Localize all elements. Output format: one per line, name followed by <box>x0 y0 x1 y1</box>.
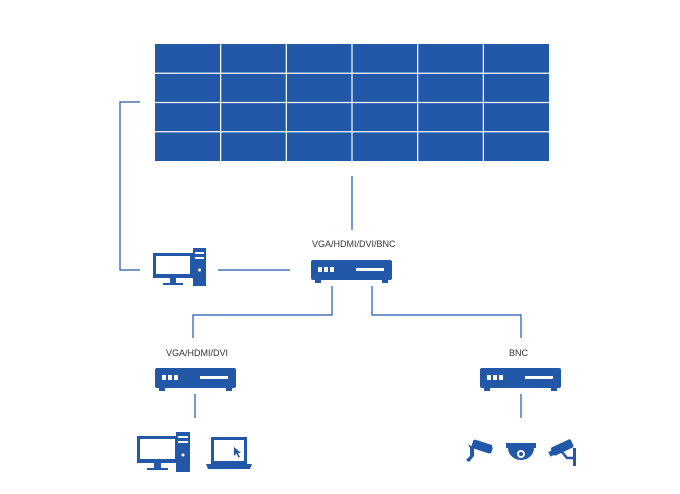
processor-to-right-line <box>371 286 522 338</box>
bullet-camera-icon <box>548 439 576 466</box>
main-processor-device <box>311 260 392 283</box>
desktop-computer-icon <box>137 432 190 472</box>
desktop-computer-icon <box>153 248 206 286</box>
wall-to-pc-line <box>119 101 140 271</box>
dome-camera-icon <box>506 443 536 460</box>
bullet-camera-icon <box>466 439 493 462</box>
laptop-icon <box>206 437 252 469</box>
main-processor-label: VGA/HDMI/DVI/BNC <box>312 239 396 249</box>
video-wall-grid <box>155 44 549 161</box>
processor-to-left-line <box>192 286 333 338</box>
right-processor-device <box>480 368 561 391</box>
left-processor-device <box>155 368 236 391</box>
connection-lines <box>119 101 522 418</box>
video-wall <box>155 44 549 161</box>
left-processor-label: VGA/HDMI/DVI <box>166 348 229 358</box>
right-processor-label: BNC <box>509 348 529 358</box>
